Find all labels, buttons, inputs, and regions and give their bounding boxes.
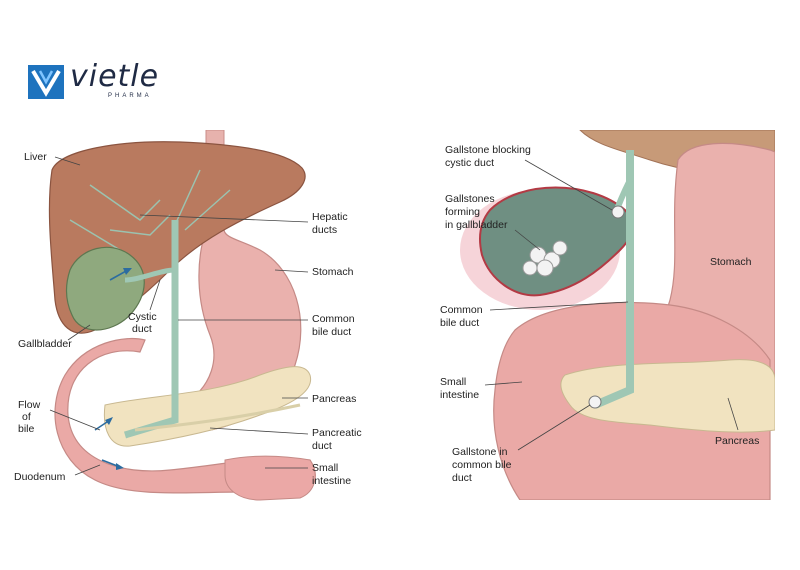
- label-cystic-duct-2: duct: [132, 323, 152, 335]
- label-pancreatic-duct-1: Pancreatic: [312, 427, 362, 439]
- label-liver: Liver: [24, 151, 47, 163]
- vietle-logo-mark-icon: [28, 65, 64, 99]
- label-pancreatic-duct-2: duct: [312, 440, 332, 452]
- label-stomach: Stomach: [710, 256, 752, 268]
- label-gallstone-common-3: duct: [452, 472, 472, 484]
- pancreatic-duct-path: [134, 403, 301, 432]
- label-pancreas: Pancreas: [312, 393, 356, 405]
- label-gallstone-blocking-1: Gallstone blocking: [445, 144, 531, 156]
- logo-wordmark: vietle: [70, 59, 160, 94]
- small-intestine: [224, 455, 316, 501]
- label-gallstones-forming-3: in gallbladder: [445, 219, 508, 231]
- logo-subtitle: PHARMA: [108, 93, 152, 99]
- label-stomach: Stomach: [312, 266, 354, 278]
- hepatic-vessels: [69, 169, 231, 251]
- label-gallstone-blocking-2: cystic duct: [445, 157, 494, 169]
- label-flow-of-bile-1: Flow: [18, 399, 41, 411]
- label-common-bile-duct-1: Common: [440, 304, 483, 316]
- label-small-intestine-2: intestine: [312, 475, 351, 487]
- label-gallstone-common-2: common bile: [452, 459, 512, 471]
- label-gallstones-forming-1: Gallstones: [445, 193, 495, 205]
- label-gallstones-forming-2: forming: [445, 206, 480, 218]
- gallstone-common: [588, 395, 602, 409]
- common-bile-duct: [593, 150, 634, 409]
- gallstones-diagram: Gallstone blocking cystic duct Gallstone…: [430, 130, 775, 500]
- cystic-duct-path: [124, 267, 176, 283]
- label-common-bile-duct-2: bile duct: [440, 317, 479, 329]
- label-small-intestine-1: Small: [440, 376, 466, 388]
- label-gallstone-common-1: Gallstone in: [452, 446, 508, 458]
- label-hepatic-ducts-2: ducts: [312, 224, 337, 236]
- label-gallbladder: Gallbladder: [18, 338, 72, 350]
- gallstones-cluster: [522, 240, 568, 277]
- label-flow-of-bile-3: bile: [18, 423, 35, 435]
- gallbladder: [65, 246, 145, 331]
- label-duodenum: Duodenum: [14, 471, 66, 483]
- label-common-bile-duct-1: Common: [312, 313, 355, 325]
- label-pancreas: Pancreas: [715, 435, 759, 447]
- label-small-intestine-2: intestine: [440, 389, 479, 401]
- pancreas: [560, 359, 775, 433]
- vietle-pharma-logo: vietle PHARMA: [28, 60, 168, 102]
- gallstone-cystic: [611, 205, 625, 219]
- normal-anatomy-diagram: Liver Hepatic ducts Stomach Cystic duct …: [10, 130, 390, 510]
- label-cystic-duct-1: Cystic: [128, 311, 157, 323]
- label-small-intestine-1: Small: [312, 462, 338, 474]
- label-common-bile-duct-2: bile duct: [312, 326, 351, 338]
- label-flow-of-bile-2: of: [22, 411, 31, 423]
- label-hepatic-ducts-1: Hepatic: [312, 211, 348, 223]
